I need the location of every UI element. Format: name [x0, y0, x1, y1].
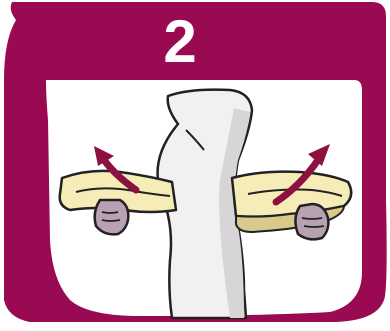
hand-left-shape: [95, 200, 129, 234]
hand-left: [95, 200, 129, 234]
step-number: 2: [140, 10, 220, 74]
hand-right: [295, 204, 328, 239]
hand-right-shape: [295, 204, 328, 239]
